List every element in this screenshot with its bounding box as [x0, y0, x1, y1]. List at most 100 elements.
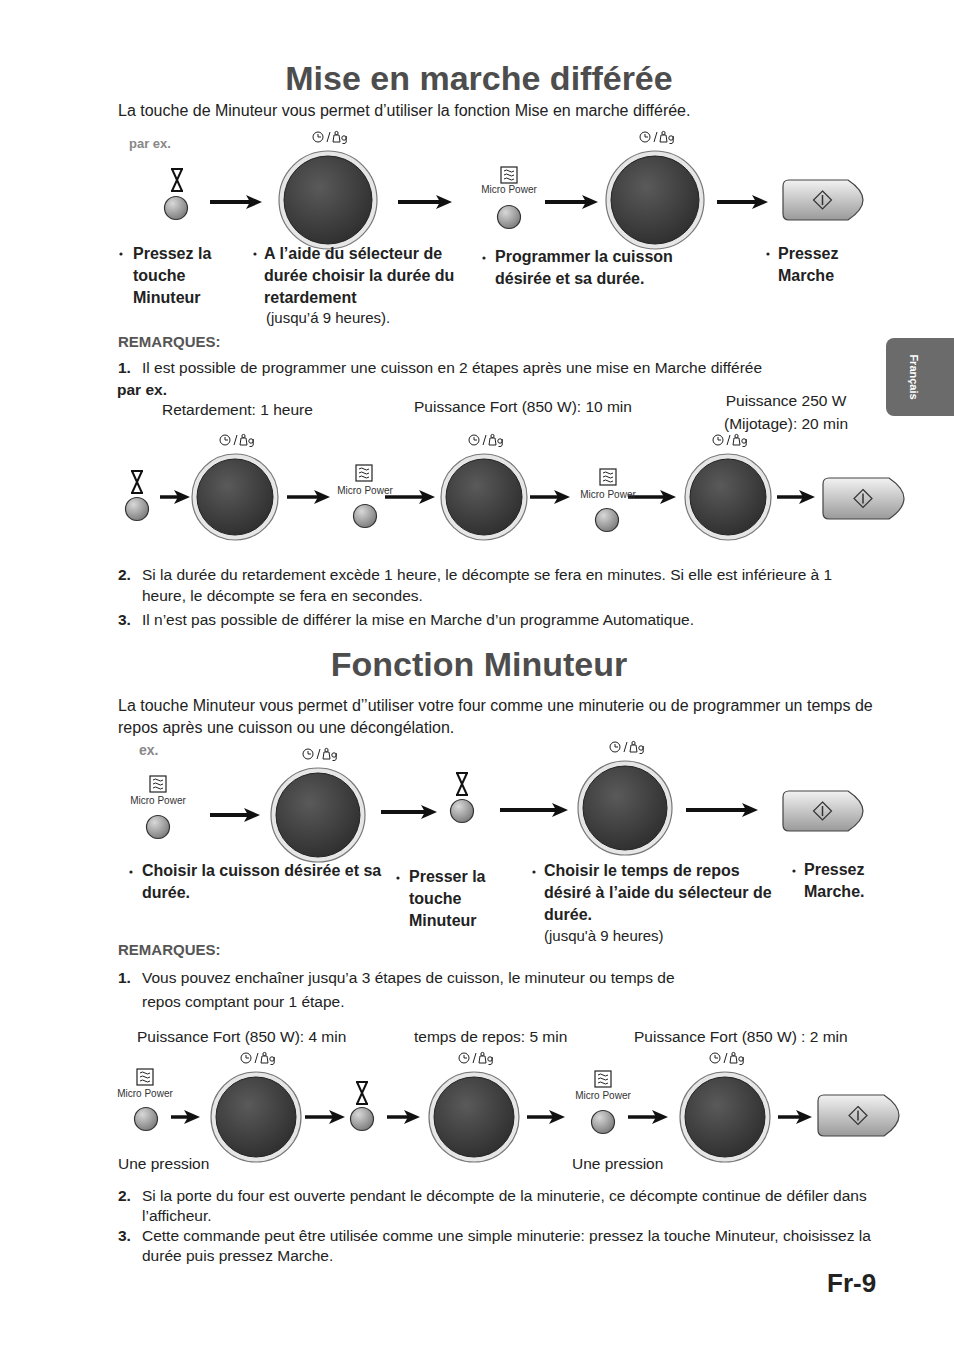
step-arrow [686, 803, 758, 817]
push-button [498, 206, 521, 229]
note-text: Si la porte du four est ouverte pendant … [142, 1186, 882, 1226]
bullet [792, 869, 795, 872]
start-button [823, 478, 904, 519]
step-caption: Pressez Marche [778, 243, 868, 287]
note-number: 3. [118, 609, 131, 630]
step-arrow [628, 1110, 668, 1124]
step-arrow [717, 195, 768, 209]
section-heading: REMARQUES: [118, 940, 221, 960]
dial-icon [241, 1052, 274, 1064]
step-value: Puissance 250 W (Mijotage): 20 min [706, 389, 866, 435]
bullet [119, 252, 122, 255]
button-label: Micro Power [474, 184, 544, 196]
step-arrow [171, 1110, 200, 1124]
bullet [129, 870, 132, 873]
button-label: Micro Power [123, 795, 193, 807]
section-heading: REMARQUES: [118, 332, 221, 352]
language-tab [886, 338, 954, 416]
step-value: Retardement: 1 heure [162, 400, 313, 420]
step-arrow [381, 805, 437, 819]
timer-icon [171, 169, 183, 191]
push-button [596, 509, 619, 532]
bullet [482, 256, 485, 259]
start-button [818, 1095, 899, 1136]
step-caption: Programmer la cuisson désirée et sa duré… [495, 246, 715, 290]
timer-icon [456, 773, 468, 795]
step-caption: Pressez la touche Minuteur [133, 243, 243, 309]
step-note: (jusqu’á 9 heures). [266, 308, 390, 328]
dial-icon [610, 741, 643, 753]
bullet [532, 870, 535, 873]
step-caption: Choisir le temps de repos désiré à l’aid… [544, 860, 774, 926]
step-value: Puissance Fort (850 W): 4 min [137, 1027, 346, 1047]
step-arrow [777, 490, 815, 504]
note-number: 1. [118, 966, 131, 990]
timer-icon [356, 1082, 368, 1104]
step-arrow [398, 195, 452, 209]
note-text: Il est possible de programmer une cuisso… [142, 358, 882, 378]
note-number: 2. [118, 564, 131, 585]
press-note: Une pression [572, 1154, 663, 1174]
duration-dial [192, 454, 278, 540]
button-label: Micro Power [110, 1088, 180, 1100]
step-arrow [160, 490, 190, 504]
dial-icon [710, 1052, 743, 1064]
push-button [165, 197, 188, 220]
micro-power-icon [595, 1071, 611, 1087]
step-arrow [210, 195, 262, 209]
note-text: Cette commande peut être utilisée comme … [142, 1226, 882, 1266]
bullet [766, 252, 769, 255]
micro-power-icon [356, 465, 372, 481]
step-caption: Presser la touche Minuteur [409, 866, 509, 932]
bullet [396, 876, 399, 879]
start-button [783, 180, 863, 220]
micro-power-icon [501, 167, 517, 183]
dial-icon [313, 131, 346, 143]
press-note: Une pression [118, 1154, 209, 1174]
note-text: Il n’est pas possible de différer la mis… [142, 609, 862, 630]
push-button [126, 498, 149, 521]
duration-dial [429, 1072, 519, 1162]
dial-icon [459, 1052, 492, 1064]
step-value: temps de repos: 5 min [414, 1027, 567, 1047]
duration-dial [441, 454, 527, 540]
intro-text: La touche de Minuteur vous permet d’util… [118, 100, 878, 122]
note-number: 2. [118, 1186, 131, 1206]
duration-dial [211, 1072, 301, 1162]
intro-text: La touche Minuteur vous permet d’’utilis… [118, 695, 888, 739]
step-arrow [305, 1110, 345, 1124]
example-tag: ex. [139, 741, 158, 759]
micro-power-icon [137, 1069, 153, 1085]
step-arrow [530, 490, 570, 504]
step-note: (jusqu'à 9 heures) [544, 926, 664, 946]
bullet [253, 252, 256, 255]
dial-icon [303, 748, 336, 760]
step-arrow [210, 808, 260, 822]
push-button [592, 1111, 615, 1134]
push-button [451, 800, 474, 823]
dial-icon [220, 434, 253, 446]
duration-dial [271, 768, 365, 862]
step-arrow [287, 490, 330, 504]
duration-dial [680, 1072, 770, 1162]
step-arrow [387, 1110, 420, 1124]
start-button [783, 791, 863, 831]
step-arrow [545, 195, 598, 209]
push-button [354, 505, 377, 528]
duration-dial [578, 761, 672, 855]
note-number: 3. [118, 1226, 131, 1246]
micro-power-icon [150, 776, 166, 792]
step-value: Puissance Fort (850 W) : 2 min [634, 1027, 848, 1047]
section-title: Fonction Minuteur [2, 644, 954, 684]
duration-dial [606, 151, 704, 249]
example-tag: par ex. [129, 135, 171, 153]
dial-icon [469, 434, 502, 446]
micro-power-icon [600, 469, 616, 485]
note-number: 1. [118, 358, 131, 378]
timer-icon [131, 471, 143, 493]
step-caption: Choisir la cuisson désirée et sa durée. [142, 860, 382, 904]
dial-icon [713, 434, 746, 446]
push-button [351, 1108, 374, 1131]
duration-dial [279, 151, 377, 249]
step-caption: Pressez Marche. [804, 859, 889, 903]
